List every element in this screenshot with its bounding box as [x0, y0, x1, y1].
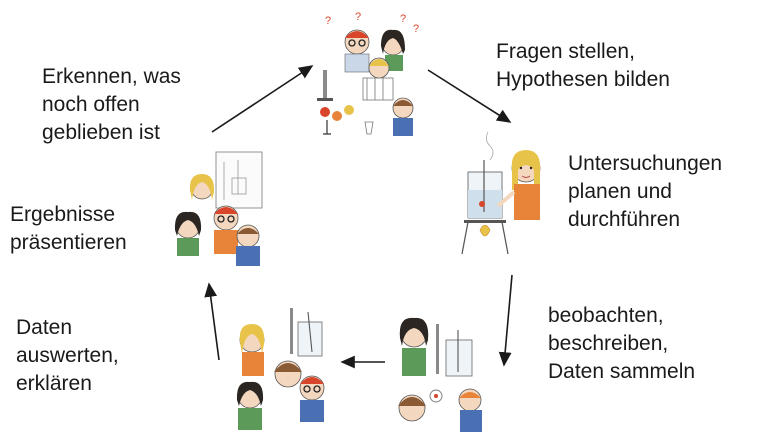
arrow-right-to-bottom-right	[498, 274, 513, 367]
illustration-observing	[398, 317, 482, 432]
svg-text:?: ?	[400, 13, 406, 25]
step-label-beobachten: beobachten, beschreiben, Daten sammeln	[548, 304, 696, 383]
step-label-erkennen: Erkennen, was noch offen geblieben ist	[42, 65, 181, 144]
step-label-fragen-stellen: Fragen stellen, Hypothesen bilden	[496, 40, 670, 91]
svg-text:?: ?	[355, 11, 361, 23]
step-label-daten-auswerten: Daten auswerten, erklären	[16, 316, 119, 395]
arrow-top-to-right	[427, 69, 512, 123]
step-label-ergebnisse: Ergebnisse präsentieren	[10, 203, 127, 254]
arrow-left-to-top	[211, 65, 314, 133]
svg-text:?: ?	[413, 23, 419, 35]
illustration-analyzing	[236, 308, 325, 430]
illustration-questions: ? ? ? ?	[317, 11, 419, 136]
illustration-experiment	[461, 131, 541, 255]
step-label-untersuchungen: Untersuchungen planen und durchführen	[568, 152, 723, 231]
arrow-bottom-left-to-left	[204, 282, 220, 361]
svg-text:?: ?	[325, 15, 331, 27]
illustration-presenting	[174, 151, 263, 266]
